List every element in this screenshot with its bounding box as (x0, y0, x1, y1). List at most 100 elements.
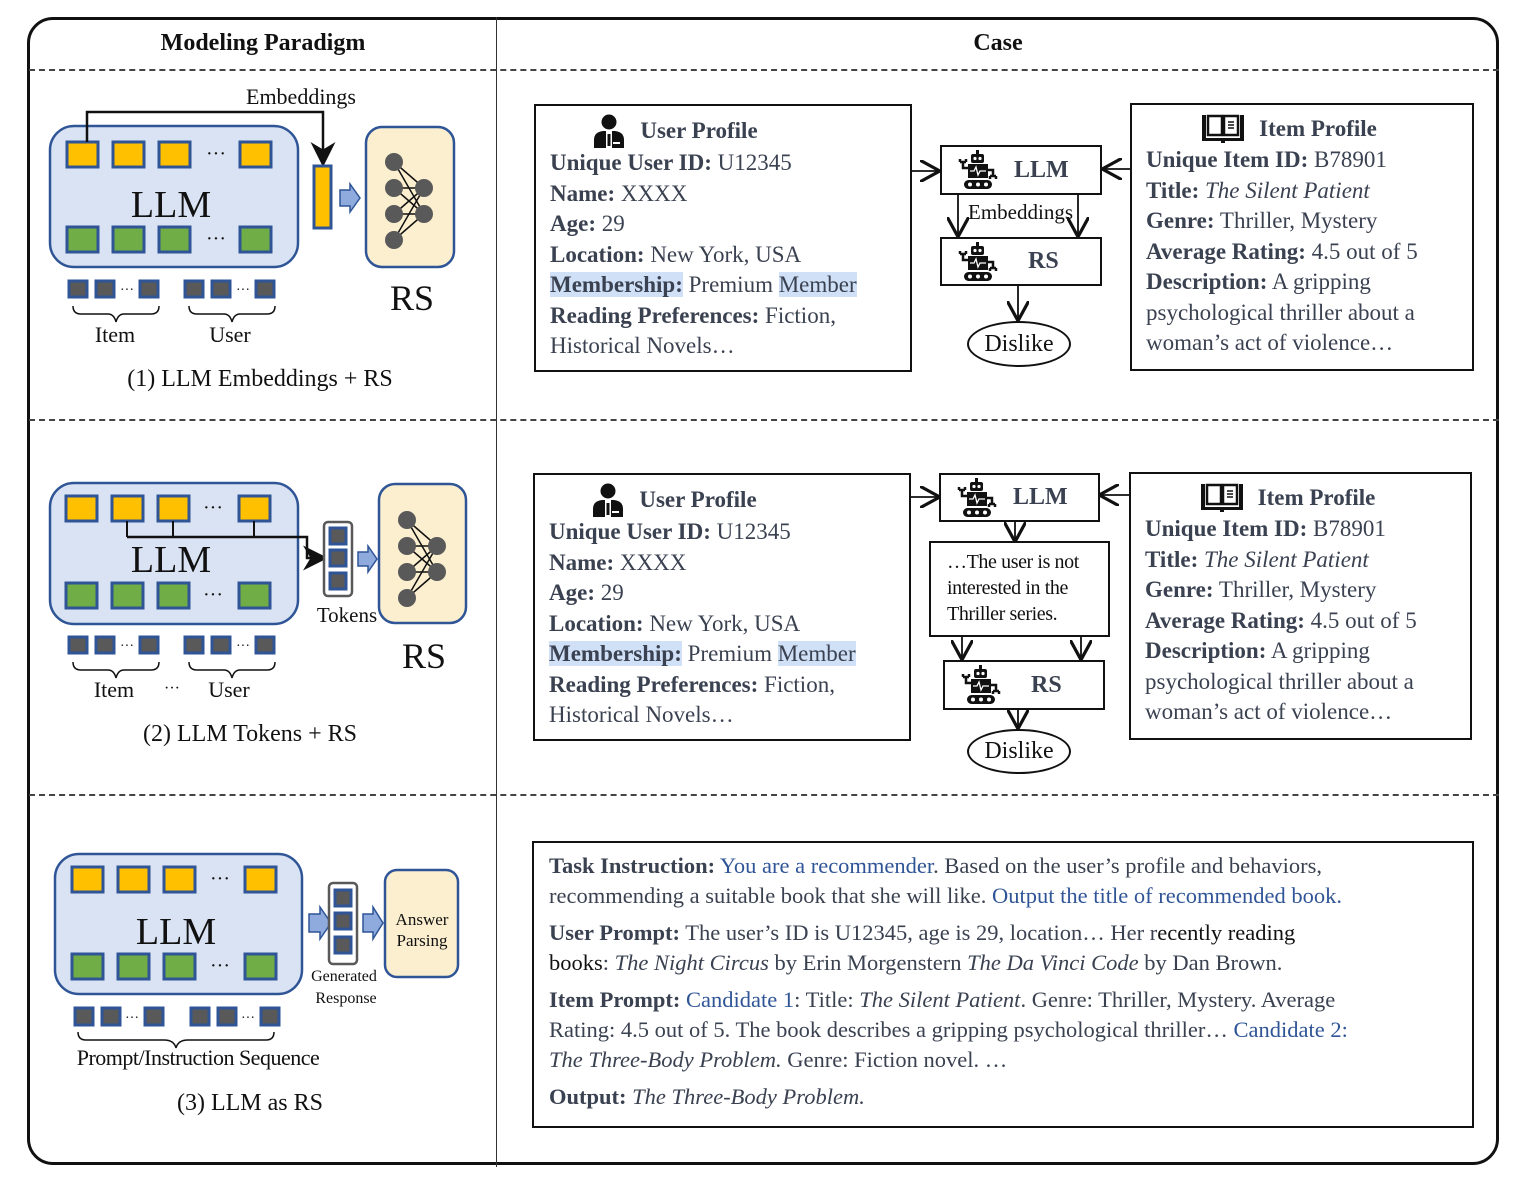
task-instruction: Task Instruction: You are a recommender.… (549, 853, 1342, 908)
svg-text:···: ··· (236, 283, 250, 298)
field-title: Title: The Silent Patient (1146, 177, 1370, 203)
prompt-sequence-label: Prompt/Instruction Sequence (77, 1045, 320, 1070)
svg-text:···: ··· (210, 868, 230, 890)
user-profile-card-1: User Profile Unique User ID: U12345 Name… (534, 104, 912, 372)
book-icon (1200, 483, 1244, 513)
robot-icon (958, 150, 998, 190)
rs-label: RS (402, 636, 446, 676)
rs-node-1: RS (940, 237, 1102, 286)
result-dislike-1: Dislike (967, 321, 1071, 367)
llm-label: LLM (136, 911, 216, 953)
field-preferences-cont: Historical Novels… (549, 702, 734, 727)
field-rating: Average Rating: 4.5 out of 5 (1145, 607, 1417, 633)
row-divider-2 (29, 794, 1499, 796)
field-description: Description: A gripping (1145, 638, 1370, 663)
tokens-label: Tokens (317, 603, 377, 627)
input-group-user: User (208, 677, 250, 702)
robot-icon (958, 242, 998, 282)
item-profile-title: Item Profile (1257, 485, 1376, 510)
field-genre: Genre: Thriller, Mystery (1146, 208, 1378, 233)
item-profile-card-1: Item Profile Unique Item ID: B78901 Titl… (1130, 103, 1474, 371)
paradigm-1-diagram: ··· ··· LLM Embeddings RS ··· ··· Item U… (48, 84, 456, 347)
field-membership: Membership: Premium Member (550, 272, 857, 297)
field-user-id: Unique User ID: U12345 (550, 150, 792, 175)
llm-node-1: LLM (940, 145, 1102, 195)
field-name: Name: XXXX (550, 180, 688, 206)
user-profile-title: User Profile (640, 118, 758, 143)
svg-text:Generated: Generated (311, 968, 377, 985)
svg-text:···: ··· (203, 584, 223, 606)
svg-text:···: ··· (206, 228, 226, 250)
paradigm-3-caption: (3) LLM as RS (177, 1090, 323, 1116)
svg-text:···: ··· (210, 955, 230, 977)
user-icon (591, 483, 625, 517)
paradigm-1-caption: (1) LLM Embeddings + RS (127, 366, 393, 392)
field-preferences-cont: Historical Novels… (550, 333, 735, 358)
svg-text:···: ··· (203, 497, 223, 519)
field-age: Age: 29 (549, 580, 624, 605)
svg-text:···: ··· (164, 680, 180, 697)
field-title: Title: The Silent Patient (1145, 546, 1369, 572)
svg-text:···: ··· (241, 1011, 255, 1026)
item-profile-card-2: Item Profile Unique Item ID: B78901 Titl… (1129, 472, 1472, 740)
rs-box (364, 125, 456, 269)
svg-text:Answer: Answer (396, 910, 449, 929)
header-divider (29, 69, 1499, 71)
paradigm-3-diagram: ··· ··· LLM Answer Parsing Generated Res… (53, 852, 460, 1070)
input-group-user: User (209, 322, 251, 347)
input-group-item: Item (94, 677, 134, 702)
robot-icon (961, 665, 1001, 705)
result-dislike-2: Dislike (967, 729, 1071, 774)
header-modeling-paradigm: Modeling Paradigm (160, 30, 366, 56)
svg-text:···: ··· (206, 143, 226, 165)
llm-node-2: LLM (939, 473, 1100, 522)
embeddings-label: Embeddings (246, 84, 356, 109)
arrow-right-icon (362, 904, 384, 942)
llm-generated-message: …The user is not interested in the Thril… (929, 541, 1110, 637)
field-genre: Genre: Thriller, Mystery (1145, 577, 1377, 602)
rs-node-2: RS (943, 660, 1105, 710)
field-description: Description: A gripping (1146, 269, 1371, 294)
user-profile-card-2: User Profile Unique User ID: U12345 Name… (533, 473, 911, 741)
user-prompt: User Prompt: The user’s ID is U12345, ag… (549, 920, 1296, 975)
field-preferences: Reading Preferences: Fiction, (549, 671, 835, 697)
svg-text:···: ··· (120, 639, 134, 654)
field-name: Name: XXXX (549, 549, 687, 575)
svg-text:Response: Response (315, 990, 376, 1007)
embedding-vector (312, 164, 333, 230)
row-divider-1 (29, 419, 1499, 421)
robot-icon (957, 478, 997, 518)
rs-label: RS (390, 278, 434, 318)
llm-label: LLM (131, 184, 211, 226)
answer-parsing-box (383, 868, 460, 979)
svg-text:···: ··· (125, 1011, 139, 1026)
user-icon (592, 114, 626, 148)
field-preferences: Reading Preferences: Fiction, (550, 302, 836, 328)
arrow-right-icon (308, 904, 332, 942)
svg-text:···: ··· (236, 639, 250, 654)
book-icon (1201, 114, 1245, 144)
field-rating: Average Rating: 4.5 out of 5 (1146, 238, 1418, 264)
prompt-card: Task Instruction: You are a recommender.… (532, 841, 1474, 1128)
field-item-id: Unique Item ID: B78901 (1146, 147, 1387, 172)
paradigm-2-diagram: ··· ··· LLM Tokens RS ··· ··· Item ··· U… (48, 481, 468, 702)
svg-text:···: ··· (120, 283, 134, 298)
input-group-item: Item (95, 322, 135, 347)
output: Output: The Three-Body Problem. (549, 1084, 865, 1109)
item-prompt: Item Prompt: Candidate 1: Title: The Sil… (549, 987, 1348, 1072)
field-user-id: Unique User ID: U12345 (549, 519, 791, 544)
paradigm-2-caption: (2) LLM Tokens + RS (142, 721, 358, 747)
arrow-right-icon (339, 181, 361, 215)
field-membership: Membership: Premium Member (549, 641, 856, 666)
column-divider (496, 17, 497, 1167)
field-age: Age: 29 (550, 211, 625, 236)
header-case: Case (973, 30, 1023, 56)
user-profile-title: User Profile (639, 487, 757, 512)
field-location: Location: New York, USA (550, 241, 802, 267)
svg-text:Parsing: Parsing (397, 931, 449, 950)
edge-label-embeddings: Embeddings (968, 200, 1073, 224)
field-item-id: Unique Item ID: B78901 (1145, 516, 1386, 541)
field-location: Location: New York, USA (549, 610, 801, 636)
llm-label: LLM (131, 539, 211, 581)
figure-frame (27, 17, 1499, 1165)
